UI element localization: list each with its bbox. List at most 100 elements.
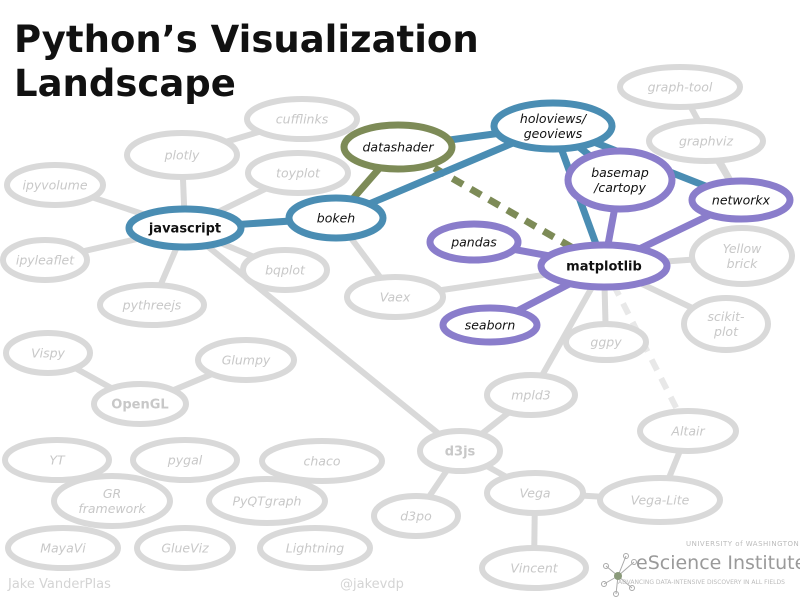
node-label: ipyleaflet [16,253,75,268]
node-ellipse [124,130,240,180]
node-label: networkx [712,193,771,208]
node-label: basemap [591,165,649,180]
node-label: pygal [167,453,203,468]
node-ellipse [4,162,106,208]
node-networkx: networkx [688,177,794,223]
node-vispy: Vispy [3,330,93,376]
node-label: Vincent [510,561,558,576]
node-cufflinks: cufflinks [244,96,360,142]
escience-logo: UNIVERSITY of WASHINGTON eScience Instit… [598,540,800,601]
node-label: Yellow [723,241,763,256]
node-plotly: plotly [124,130,240,180]
node-mpld3: mpld3 [484,372,578,418]
node-d3po: d3po [371,493,461,539]
node-label: brick [727,256,758,271]
node-ipyvolume: ipyvolume [4,162,106,208]
node-ellipse [245,150,351,196]
node-chaco: chaco [259,438,385,484]
node-ellipse [97,282,207,328]
node-basemap: basemap/cartopy [564,147,676,213]
node-ellipse [244,96,360,142]
node-lightning: Lightning [257,525,373,571]
node-ellipse [134,525,236,571]
node-ellipse [439,304,541,346]
node-holoviews: holoviews/geoviews [490,99,616,153]
node-pygal: pygal [130,437,240,483]
title-line: Landscape [14,62,236,105]
node-matplotlib: matplotlib [537,241,671,291]
node-ellipse [5,525,121,571]
node-label: GR [103,486,121,501]
logo-top-text: UNIVERSITY of WASHINGTON [686,540,800,548]
node-label: Vega [519,486,550,501]
node-label: MayaVi [40,541,86,556]
node-label: datashader [362,140,434,155]
node-ellipse [259,438,385,484]
node-ellipse [681,295,771,353]
node-vincent: Vincent [479,545,589,591]
node-ellipse [125,205,245,251]
node-ellipse [285,194,387,242]
node-label: ipyvolume [22,178,87,193]
node-d3js: d3js [417,428,503,474]
node-opengl: OpenGL [91,381,189,427]
node-ellipse [417,428,503,474]
node-label: geoviews [524,126,583,141]
node-graphtool: graph-tool [617,64,743,110]
node-ellipse [490,99,616,153]
node-label: Glumpy [222,353,271,368]
node-bqplot: bqplot [240,247,330,293]
node-label: OpenGL [111,398,168,413]
node-ellipse [484,372,578,418]
node-vaex: Vaex [344,274,446,320]
node-ellipse [130,437,240,483]
node-altair: Altair [637,408,739,454]
node-label: pandas [450,235,497,250]
node-label: scikit- [708,309,745,324]
node-vega: Vega [484,470,586,516]
twitter-handle: @jakevdp [340,577,404,592]
node-glumpy: Glumpy [195,337,297,383]
node-label: seaborn [465,318,516,333]
node-datashader: datashader [340,121,456,173]
node-ellipse [3,330,93,376]
node-ellipse [91,381,189,427]
network-logo-icon [601,553,637,597]
node-label: bqplot [265,263,306,278]
node-label: mpld3 [511,388,551,403]
node-label: Vega-Lite [631,493,690,508]
node-toyplot: toyplot [245,150,351,196]
node-ellipse [340,121,456,173]
node-ipyleaflet: ipyleaflet [0,237,90,283]
node-ellipse [2,437,112,483]
author-name: Jake VanderPlas [8,577,111,592]
node-label: YT [49,453,66,468]
node-ellipse [0,237,90,283]
node-graphviz: graphviz [646,118,766,164]
node-label: holoviews/ [520,111,588,126]
logo-main-text: eScience Institute [636,552,800,574]
node-ellipse [479,545,589,591]
node-label: matplotlib [566,260,642,275]
node-ellipse [637,408,739,454]
logo-sub-text: ADVANCING DATA-INTENSIVE DISCOVERY IN AL… [618,579,785,586]
node-vegalite: Vega-Lite [597,475,723,525]
node-ellipse [564,147,676,213]
node-label: bokeh [317,211,356,226]
node-ellipse [195,337,297,383]
node-label: framework [78,501,146,516]
node-ellipse [426,220,522,264]
node-ellipse [206,476,328,526]
node-label: Lightning [286,541,345,556]
node-pyqtgraph: PyQTgraph [206,476,328,526]
node-pandas: pandas [426,220,522,264]
node-label: Altair [670,424,705,439]
node-pythreejs: pythreejs [97,282,207,328]
node-glueviz: GlueViz [134,525,236,571]
node-label: /cartopy [593,180,646,195]
node-label: pythreejs [122,298,182,313]
slide-title: Python’s Visualization Landscape [14,18,479,106]
edge-javascript-d3js [183,225,462,454]
node-label: PyQTgraph [232,494,301,509]
